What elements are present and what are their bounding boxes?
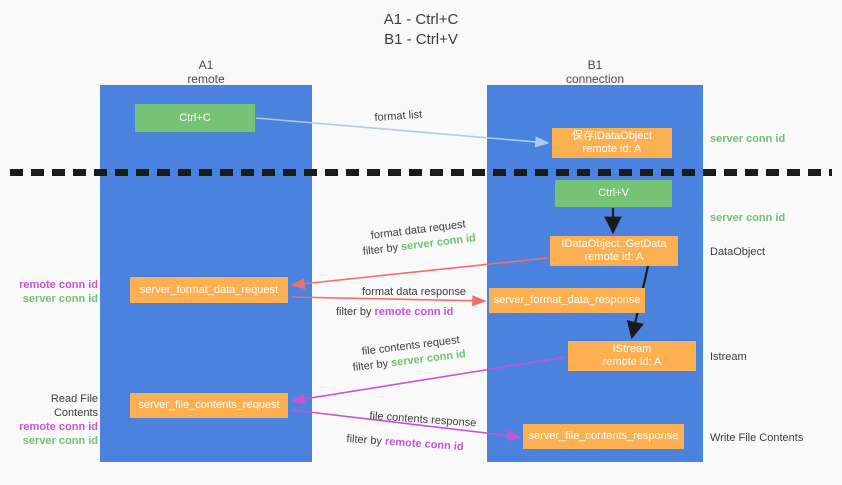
- box-getdata-line1: IDataObject::GetData: [561, 238, 667, 250]
- box-ctrl-c-label: Ctrl+C: [179, 111, 211, 124]
- annotation-remote-conn-id-2: remote conn id: [19, 421, 98, 433]
- box-ctrl-v-label: Ctrl+V: [598, 187, 629, 199]
- box-ctrl-c[interactable]: Ctrl+C: [135, 104, 255, 132]
- box-server-format-data-request-label: server_format_data_request: [139, 283, 279, 296]
- column-b1-name: B1: [587, 58, 603, 72]
- box-server-format-data-response[interactable]: server_format_data_response: [489, 288, 645, 313]
- annotation-read-file-contents: Read File Contents: [50, 393, 98, 419]
- filter-by-label-4: filter by: [346, 432, 383, 448]
- caption-format-data-response-filter: filter by remote conn id: [336, 305, 453, 319]
- annotation-remote-conn-id-1: remote conn id: [19, 279, 98, 291]
- box-getdata[interactable]: IDataObject::GetData remote id: A: [550, 236, 678, 266]
- annotation-server-conn-id-mid: server conn id: [710, 212, 786, 224]
- phase-divider: [10, 169, 832, 176]
- box-save-idataobject-line1: 保存IDataObject: [571, 130, 653, 142]
- caption-format-list: format list: [374, 108, 423, 124]
- column-b1-sub: connection: [565, 72, 625, 86]
- caption-format-data-response: format data response: [362, 286, 466, 298]
- remote-conn-id-label-2: remote conn id: [384, 435, 465, 454]
- annotation-conn-ids-file: Read File Contents remote conn id server…: [10, 392, 98, 448]
- caption-file-contents-response: file contents response: [369, 409, 477, 430]
- column-header-b1: B1 connection: [535, 58, 655, 86]
- box-ctrl-v[interactable]: Ctrl+V: [555, 180, 672, 207]
- column-header-a1: A1 remote: [146, 58, 266, 86]
- box-server-file-contents-response-label: server_file_contents_response: [528, 430, 679, 442]
- box-istream-line1: IStream: [612, 343, 652, 355]
- box-server-format-data-response-label: server_format_data_response: [493, 294, 641, 306]
- annotation-conn-ids-format: remote conn id server conn id: [10, 278, 98, 306]
- column-a1-sub: remote: [187, 72, 225, 86]
- filter-by-label-2: filter by: [336, 306, 372, 318]
- box-istream-line2: remote id: A: [602, 356, 662, 368]
- box-getdata-line2: remote id: A: [584, 251, 644, 263]
- annotation-server-conn-id-1: server conn id: [22, 293, 98, 305]
- column-a1-name: A1: [198, 58, 214, 72]
- filter-by-label-3: filter by: [352, 357, 389, 374]
- box-istream[interactable]: IStream remote id: A: [568, 341, 696, 371]
- annotation-write-file-contents: Write File Contents: [710, 432, 804, 444]
- annotation-server-conn-id-2: server conn id: [22, 435, 98, 447]
- box-save-idataobject-line2: remote id: A: [582, 143, 642, 155]
- annotation-dataobject: DataObject: [710, 246, 766, 258]
- box-server-file-contents-request[interactable]: server_file_contents_request: [130, 393, 288, 418]
- title-line-1: A1 - Ctrl+C: [383, 11, 459, 28]
- annotation-server-conn-id-top: server conn id: [710, 133, 786, 145]
- remote-conn-id-label-1: remote conn id: [374, 306, 454, 318]
- caption-file-contents-response-filter: filter by remote conn id: [346, 432, 464, 454]
- annotation-istream: Istream: [710, 351, 747, 363]
- box-server-file-contents-request-label: server_file_contents_request: [138, 399, 280, 411]
- page-title: A1 - Ctrl+C B1 - Ctrl+V: [0, 10, 842, 50]
- filter-by-label-1: filter by: [362, 241, 399, 258]
- box-server-format-data-request[interactable]: server_format_data_request: [130, 277, 288, 303]
- title-line-2: B1 - Ctrl+V: [384, 31, 458, 48]
- box-save-idataobject[interactable]: 保存IDataObject remote id: A: [552, 128, 672, 158]
- box-server-file-contents-response[interactable]: server_file_contents_response: [523, 424, 684, 449]
